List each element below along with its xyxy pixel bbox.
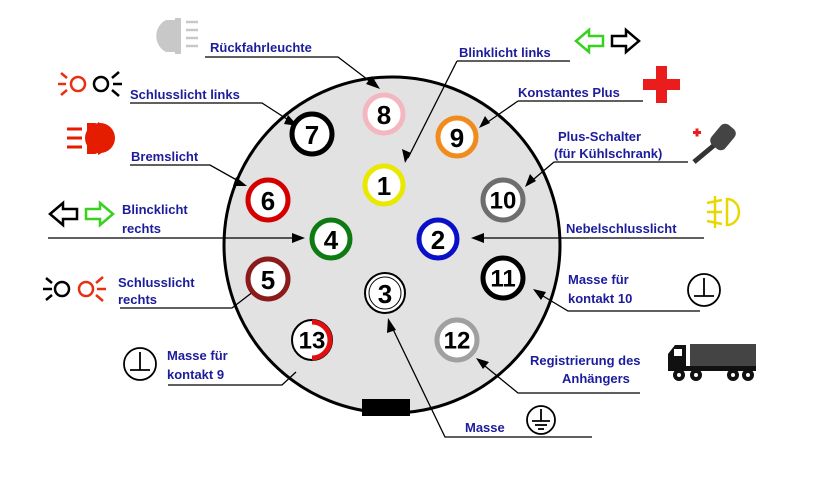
connector-key-notch [362, 399, 410, 416]
pin-2-ring [416, 217, 460, 261]
pin-7-ring [289, 111, 335, 157]
label-schlusslicht-links: Schlusslicht links [130, 87, 240, 102]
label-konstantes-plus: Konstantes Plus [518, 85, 620, 100]
label-masse-kontakt9-line1: Masse für [167, 348, 228, 363]
tail-light-left-icon [58, 71, 122, 97]
fog-light-icon [706, 196, 741, 228]
pin-2: 2 [416, 217, 460, 261]
pin-11: 11 [480, 255, 526, 301]
label-schlusslicht-rechts-line1: Schlusslicht [118, 275, 195, 290]
pin-1-ring [362, 163, 406, 207]
pin-13-red-arc [311, 319, 333, 361]
pin-9: 9 [435, 115, 479, 159]
turn-signal-right-icon [48, 200, 115, 228]
pin-3: 3 [364, 272, 406, 314]
label-bremslicht: Bremslicht [131, 149, 199, 164]
label-blinklicht-rechts-line1: Blincklicht [122, 202, 188, 217]
ground-symbol-right-icon [687, 273, 721, 307]
label-masse-kontakt9-line2: kontakt 9 [167, 367, 224, 382]
pin-6: 6 [245, 177, 291, 223]
pin-13-number: 13 [299, 328, 326, 355]
pin-4-ring [309, 217, 353, 261]
pin-7-number: 7 [305, 120, 319, 150]
pin-4-number: 4 [324, 225, 339, 255]
label-rueckfahrleuchte: Rückfahrleuchte [210, 40, 312, 55]
tail-light-right-icon [43, 276, 106, 302]
pin-8-number: 8 [377, 100, 391, 130]
label-masse-kontakt10-line2: kontakt 10 [568, 291, 632, 306]
truck-icon [668, 344, 756, 381]
pin-12-number: 12 [444, 328, 471, 355]
pin-11-ring [480, 255, 526, 301]
ground-symbol-left-icon [123, 347, 157, 381]
pin-12: 12 [434, 317, 480, 363]
pin-5-number: 5 [261, 265, 275, 295]
pin-8: 8 [362, 92, 406, 136]
pin-11-number: 11 [490, 266, 515, 293]
pin-4: 4 [309, 217, 353, 261]
pin-9-number: 9 [450, 123, 464, 153]
label-blinklicht-rechts-line2: rechts [122, 221, 161, 236]
label-plus-schalter-line2: (für Kühlschrank) [554, 146, 662, 161]
pin-9-ring [435, 115, 479, 159]
pin-12-ring [434, 317, 480, 363]
label-registrierung-line1: Registrierung des [530, 353, 641, 368]
label-masse: Masse [465, 420, 505, 435]
constant-plus-icon [643, 66, 680, 103]
label-plus-schalter-line1: Plus-Schalter [558, 129, 641, 144]
ignition-key-icon [692, 123, 736, 164]
ground-symbol-bottom-icon [526, 405, 556, 435]
pin-6-number: 6 [261, 186, 275, 216]
label-registrierung-line2: Anhängers [562, 371, 630, 386]
pin-1: 1 [362, 163, 406, 207]
pin-7: 7 [289, 111, 335, 157]
pin-8-ring [362, 92, 406, 136]
pin-3-inner-ring [368, 276, 402, 310]
pin-10: 10 [480, 177, 526, 223]
arrow-heads [233, 76, 546, 369]
reverse-light-icon [156, 18, 198, 54]
label-schlusslicht-rechts-line2: rechts [118, 292, 157, 307]
pin-5-ring [245, 256, 291, 302]
label-nebelschlusslicht: Nebelschlusslicht [566, 221, 677, 236]
label-blinklicht-links: Blinklicht links [459, 45, 551, 60]
brake-light-icon [67, 122, 115, 155]
pin-5: 5 [245, 256, 291, 302]
pin-3-ring [364, 272, 406, 314]
pin-2-number: 2 [431, 225, 445, 255]
pin-3-number: 3 [378, 279, 392, 309]
pin-1-number: 1 [377, 171, 391, 201]
pin-13: 13 [291, 319, 333, 361]
label-masse-kontakt10-line1: Masse für [568, 272, 629, 287]
pin-10-number: 10 [490, 188, 517, 215]
turn-signal-left-icon [574, 27, 641, 55]
pin-10-ring [480, 177, 526, 223]
leader-lines [48, 56, 704, 438]
pin-6-ring [245, 177, 291, 223]
